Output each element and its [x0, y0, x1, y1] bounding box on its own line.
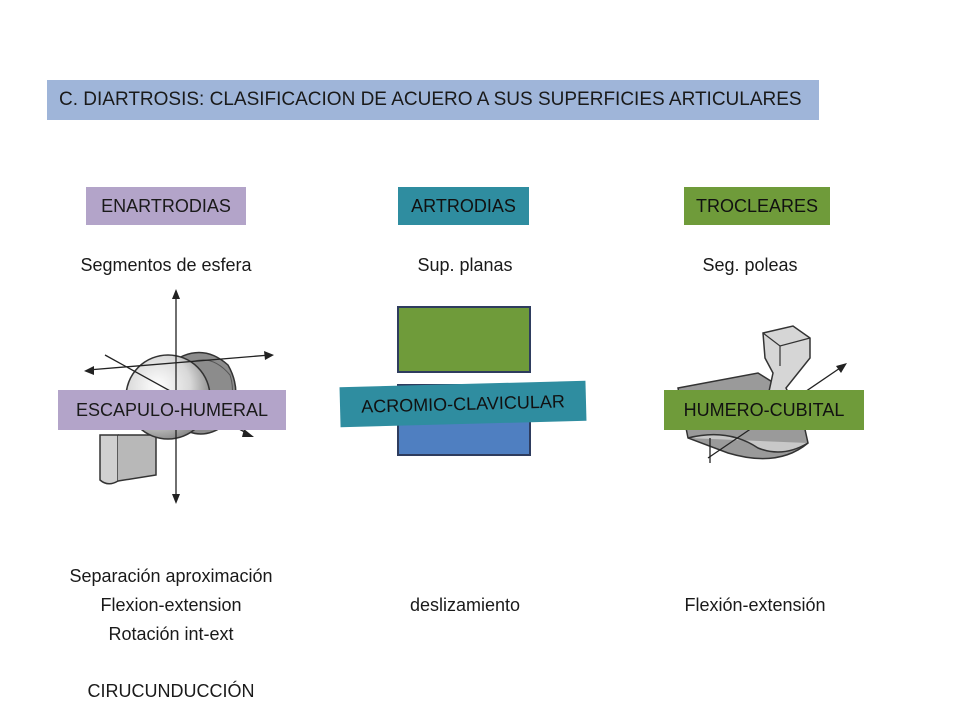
- example-humero-cubital: HUMERO-CUBITAL: [664, 390, 864, 430]
- movement-item: Rotación int-ext: [108, 624, 234, 644]
- movements-enartrodias: Separación aproximación Flexion-extensio…: [26, 562, 316, 649]
- category-trocleares: TROCLEARES: [684, 187, 830, 225]
- example-escapulo-humeral: ESCAPULO-HUMERAL: [58, 390, 286, 430]
- example-acromio-clavicular: ACROMIO-CLAVICULAR: [339, 380, 587, 428]
- category-enartrodias: ENARTRODIAS: [86, 187, 246, 225]
- description-trocleares: Seg. poleas: [702, 255, 798, 275]
- movement-item: Separación aproximación: [69, 566, 273, 586]
- movements-trocleares: Flexión-extensión: [684, 595, 826, 615]
- description-enartrodias: Segmentos de esfera: [80, 255, 252, 275]
- circumduction-label: CIRUCUNDUCCIÓN: [87, 681, 255, 701]
- movements-artrodias: deslizamiento: [409, 595, 521, 615]
- category-artrodias: ARTRODIAS: [398, 187, 529, 225]
- movement-item: Flexion-extension: [100, 595, 242, 615]
- description-artrodias: Sup. planas: [417, 255, 513, 275]
- plane-surface-top: [397, 306, 531, 373]
- slide-title: C. DIARTROSIS: CLASIFICACION DE ACUERO A…: [47, 80, 819, 120]
